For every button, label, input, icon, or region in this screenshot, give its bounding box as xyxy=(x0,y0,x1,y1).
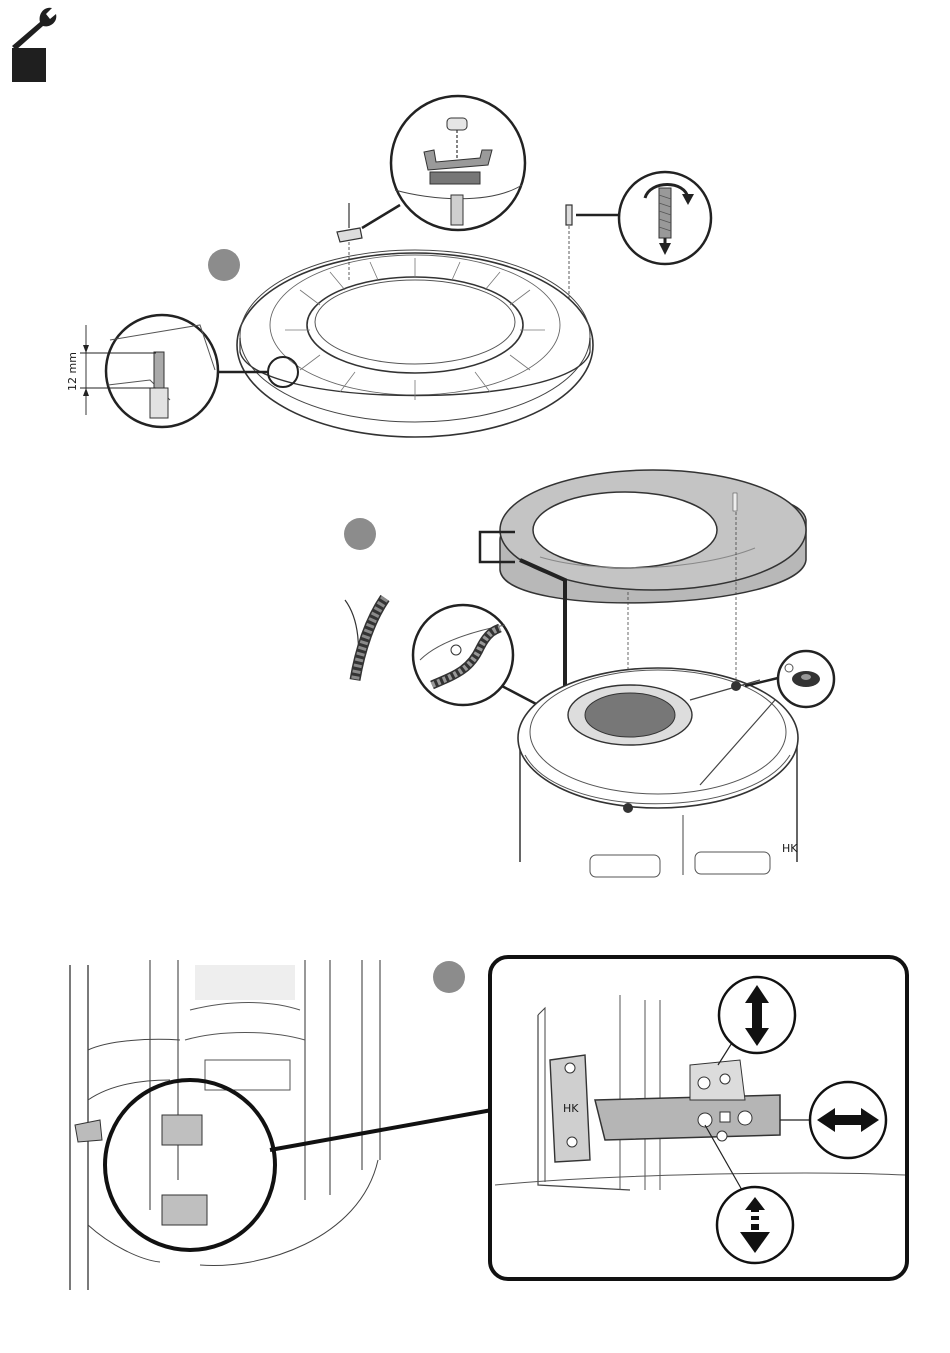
step-3-illustration: HK xyxy=(70,957,907,1290)
step-badge-3 xyxy=(433,961,465,993)
depth-adjust-icon xyxy=(717,1187,793,1263)
gasket-cord xyxy=(345,598,385,680)
stove-body: HK xyxy=(518,668,798,877)
threaded-rod-callout xyxy=(576,172,711,264)
section-marker xyxy=(12,48,46,82)
step-badge-2 xyxy=(344,518,376,550)
wrench-icon xyxy=(12,8,56,50)
vertical-adjust-icon xyxy=(719,977,795,1053)
body-mark: HK xyxy=(782,842,798,855)
hinge-mark: HK xyxy=(563,1102,579,1115)
step-1-illustration: 12 mm xyxy=(66,96,711,437)
gasket-detail-callout xyxy=(413,605,540,706)
horizontal-adjust-icon xyxy=(810,1082,886,1158)
top-plate xyxy=(500,470,806,603)
ring-plate xyxy=(237,250,593,437)
step-2-illustration: HK xyxy=(344,470,834,877)
step-badge-1 xyxy=(208,249,240,281)
dimension-label: 12 mm xyxy=(66,352,79,391)
bracket-detail-callout xyxy=(362,96,525,230)
hinge-magnifier xyxy=(105,1080,492,1250)
